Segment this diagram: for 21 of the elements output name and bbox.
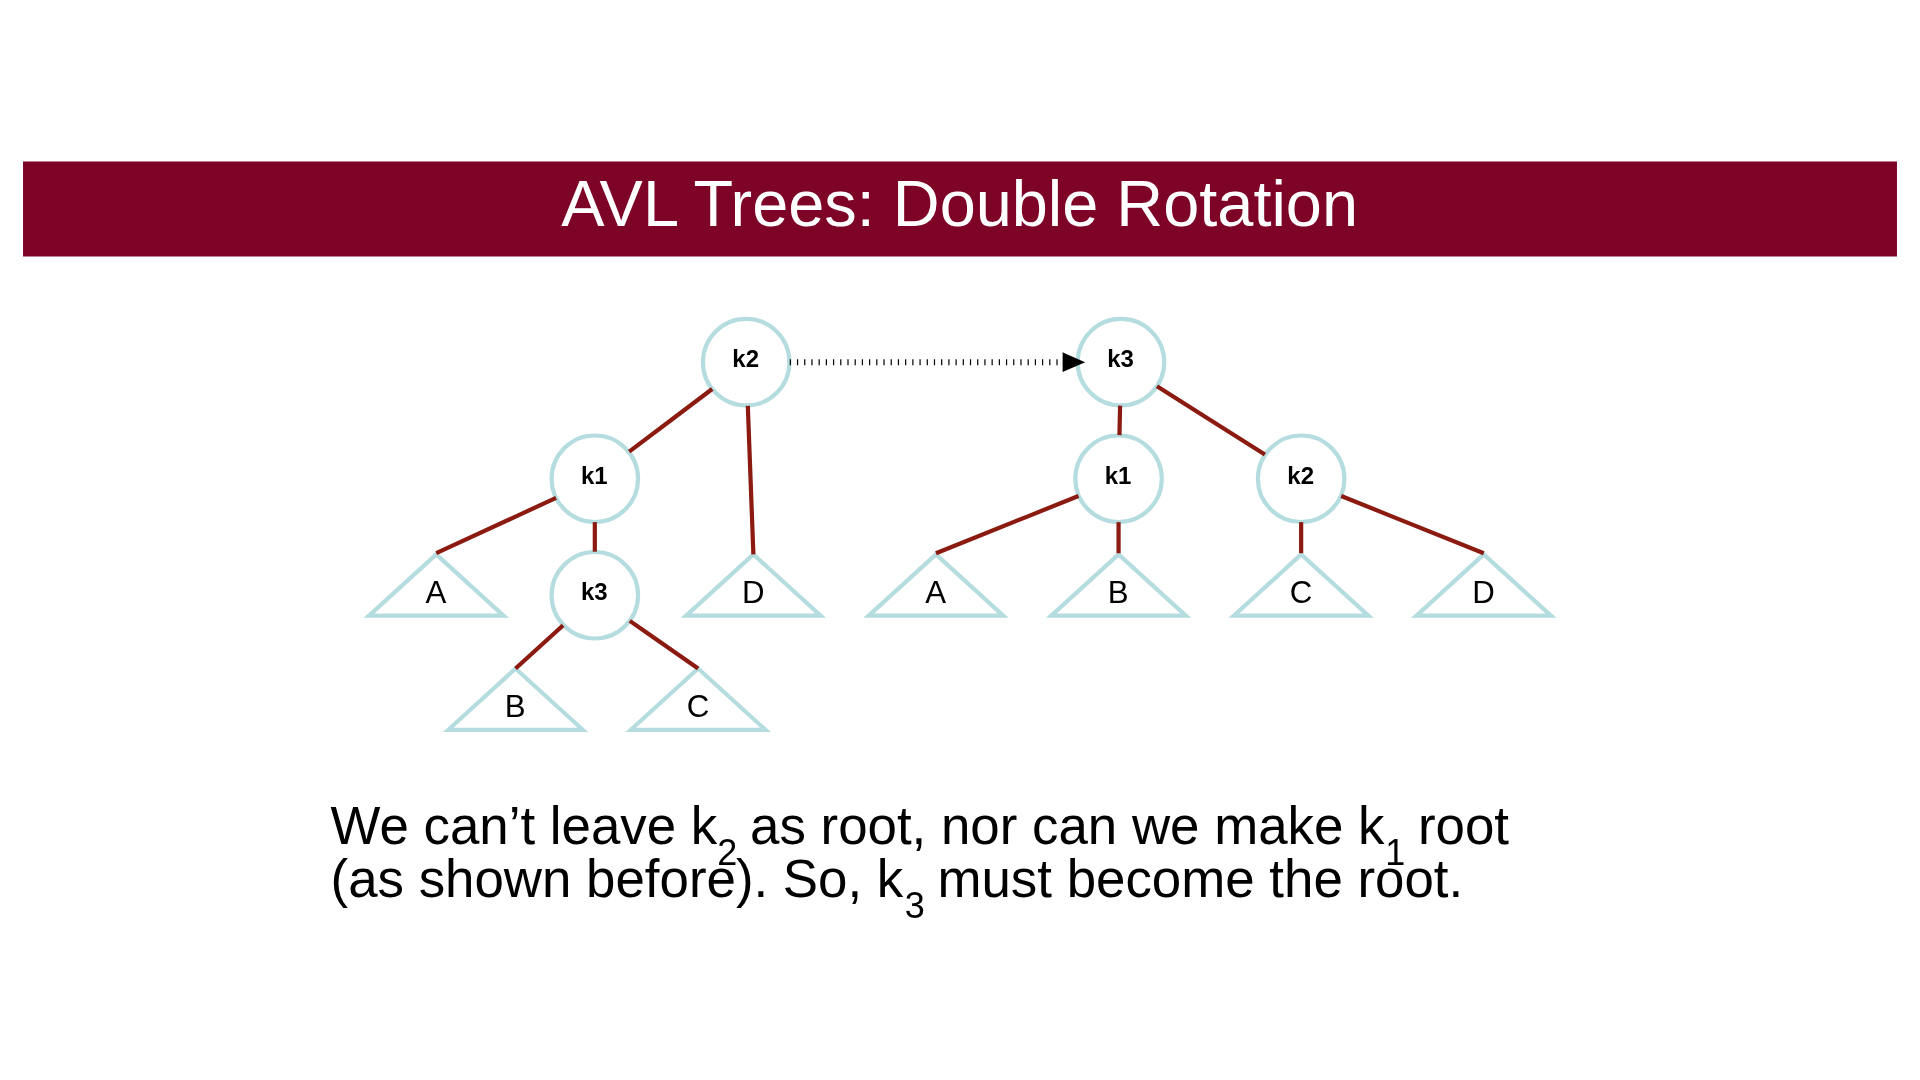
connector (514, 623, 565, 671)
connector (435, 495, 557, 556)
connector (1155, 384, 1266, 457)
diagram-title: AVL Trees: Double Rotation (561, 167, 1358, 241)
node-circle: k1 (1073, 433, 1164, 525)
node-circle: k2 (700, 316, 792, 408)
connector (628, 619, 700, 671)
node-circle: k2 (1255, 433, 1347, 525)
connector (627, 387, 714, 454)
node-circle: k1 (549, 433, 641, 525)
node-circle: k3 (549, 549, 641, 641)
connector (935, 494, 1080, 556)
connector (1340, 494, 1485, 556)
node-circle: k3 (1075, 316, 1167, 408)
caption: We can’t leave k$_{2}$ as root, nor can we make k$_{1}$ root (as shown before). So, k$_{3}$ must become the root. (330, 796, 1510, 926)
connector (592, 522, 597, 552)
connector (1116, 522, 1121, 554)
connector (1299, 522, 1304, 554)
arrow (789, 352, 1086, 373)
connector (745, 405, 756, 555)
connector (1117, 405, 1123, 436)
